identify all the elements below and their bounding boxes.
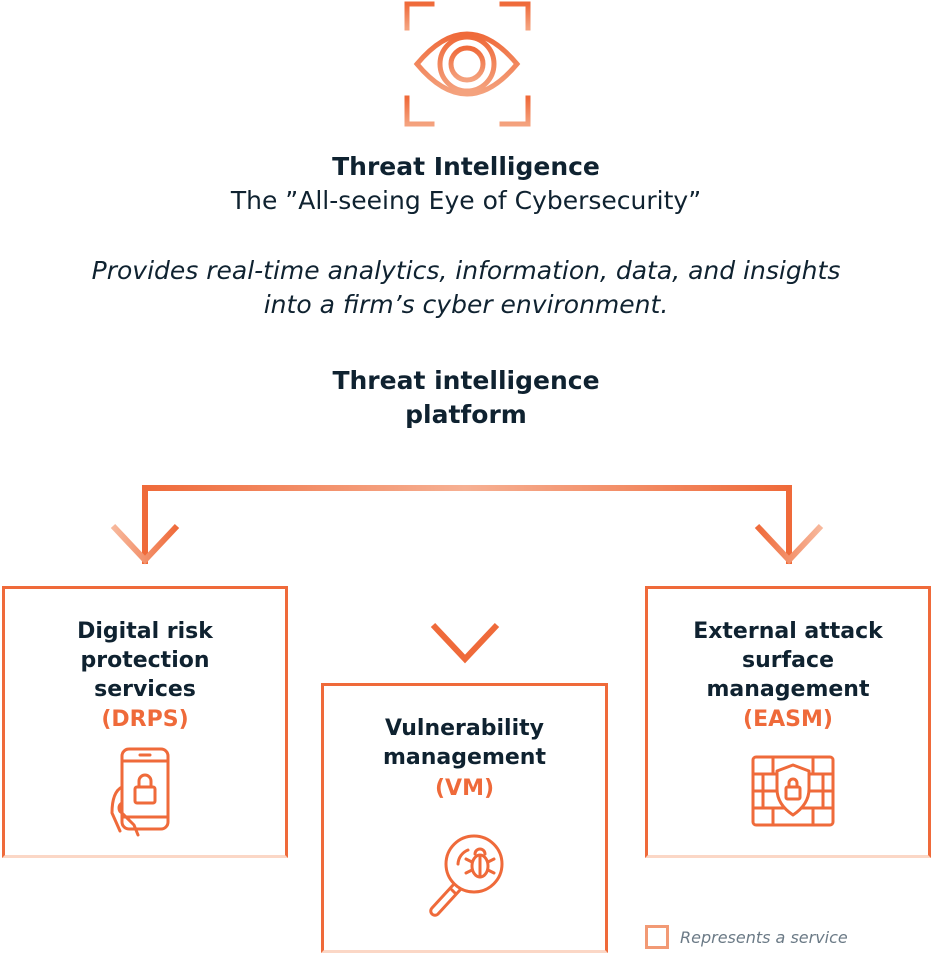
service-title: External attack surface management	[648, 617, 928, 704]
service-abbr: (DRPS)	[101, 707, 189, 732]
service-title: Vulnerability management	[324, 714, 605, 772]
firewall-shield-icon	[751, 755, 835, 827]
platform-label: Threat intelligence platform	[0, 364, 932, 432]
legend-label: Represents a service	[680, 928, 848, 947]
connector-bar-right	[465, 485, 792, 564]
service-title-line: External attack	[693, 619, 883, 644]
smartphone-lock-icon	[110, 747, 170, 837]
service-title-line: Digital risk	[77, 619, 213, 644]
eye-icon	[404, 1, 531, 127]
platform-label-line: platform	[405, 400, 527, 429]
service-title: Digital risk protection services	[5, 617, 285, 704]
connector-bar-left	[142, 485, 465, 564]
service-box-easm: External attack surface management (EASM…	[645, 586, 931, 858]
diagram-subtitle: The ”All-seeing Eye of Cybersecurity”	[230, 186, 702, 215]
service-title-line: surface	[742, 648, 834, 673]
service-box-vm: Vulnerability management (VM)	[321, 683, 608, 953]
description-line: Provides real-time analytics, informatio…	[91, 256, 841, 285]
description: Provides real-time analytics, informatio…	[30, 254, 902, 322]
description-line: into a firm’s cyber environment.	[263, 290, 669, 319]
service-abbr: (EASM)	[743, 707, 833, 732]
platform-label-line: Threat intelligence	[332, 366, 600, 395]
service-title-line: management	[706, 677, 870, 702]
arrowhead-center	[430, 622, 500, 664]
service-title-line: Vulnerability	[385, 716, 544, 741]
arrowhead-right	[754, 523, 824, 565]
service-abbr: (VM)	[434, 776, 495, 801]
legend-swatch	[645, 925, 669, 949]
service-title-line: protection	[80, 648, 210, 673]
service-box-drps: Digital risk protection services (DRPS)	[2, 586, 288, 858]
diagram-title: Threat Intelligence	[332, 152, 600, 181]
service-title-line: services	[94, 677, 196, 702]
service-title-line: management	[383, 745, 546, 770]
magnifier-bug-icon	[429, 834, 504, 917]
arrowhead-left	[110, 523, 180, 565]
